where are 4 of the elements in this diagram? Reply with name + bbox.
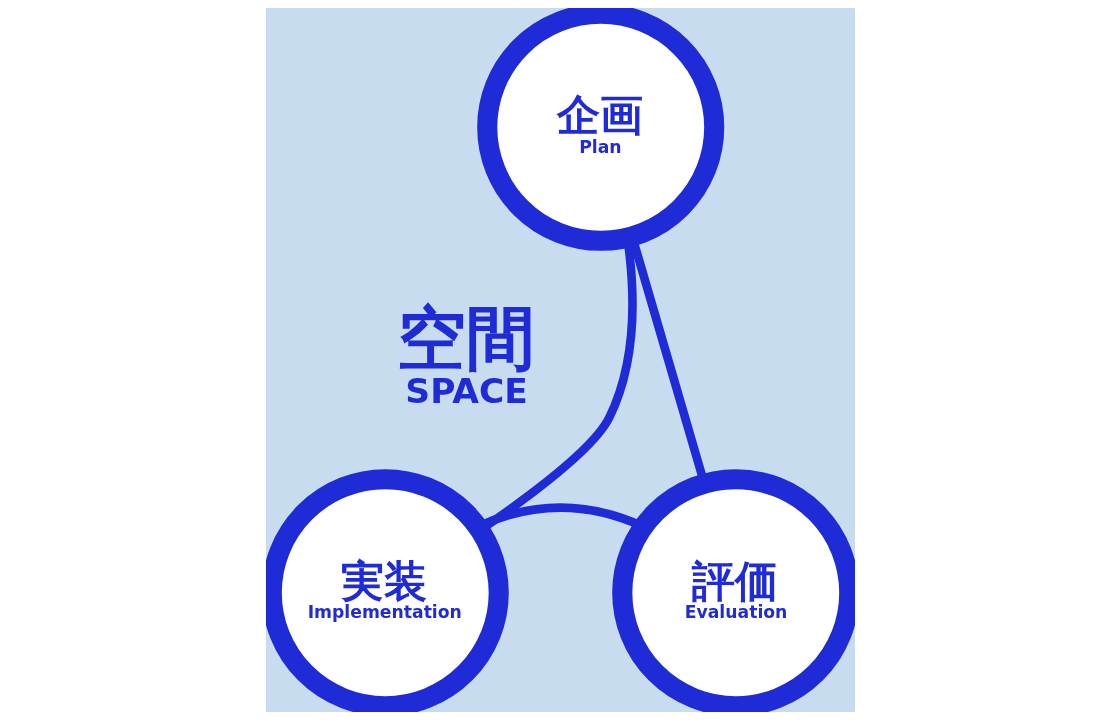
node-circle: 評価 Evaluation — [611, 469, 855, 712]
node-circle: 企画 Plan — [476, 8, 724, 251]
node-circle: 実装 Implementation — [265, 469, 509, 712]
label: 空間 — [396, 298, 535, 379]
